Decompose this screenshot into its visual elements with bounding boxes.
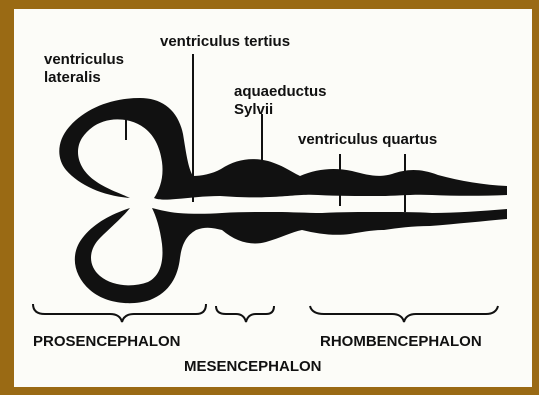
label-rhombencephalon: RHOMBENCEPHALON <box>320 333 482 350</box>
bracket-prosencephalon <box>33 304 206 322</box>
label-mesencephalon: MESENCEPHALON <box>184 358 322 375</box>
label-aquaeductus-line2: Sylvii <box>234 101 273 118</box>
label-ventriculus-tertius: ventriculus tertius <box>160 33 290 50</box>
label-ventriculus-lateralis-line1: ventriculus <box>44 51 124 68</box>
label-ventriculus-quartus: ventriculus quartus <box>298 131 437 148</box>
lower-neural-wall <box>75 208 507 303</box>
label-ventriculus-lateralis-line2: lateralis <box>44 69 101 86</box>
label-prosencephalon: PROSENCEPHALON <box>33 333 181 350</box>
bracket-mesencephalon <box>216 306 274 322</box>
bracket-rhombencephalon <box>310 306 498 322</box>
label-aquaeductus-line1: aquaeductus <box>234 83 327 100</box>
